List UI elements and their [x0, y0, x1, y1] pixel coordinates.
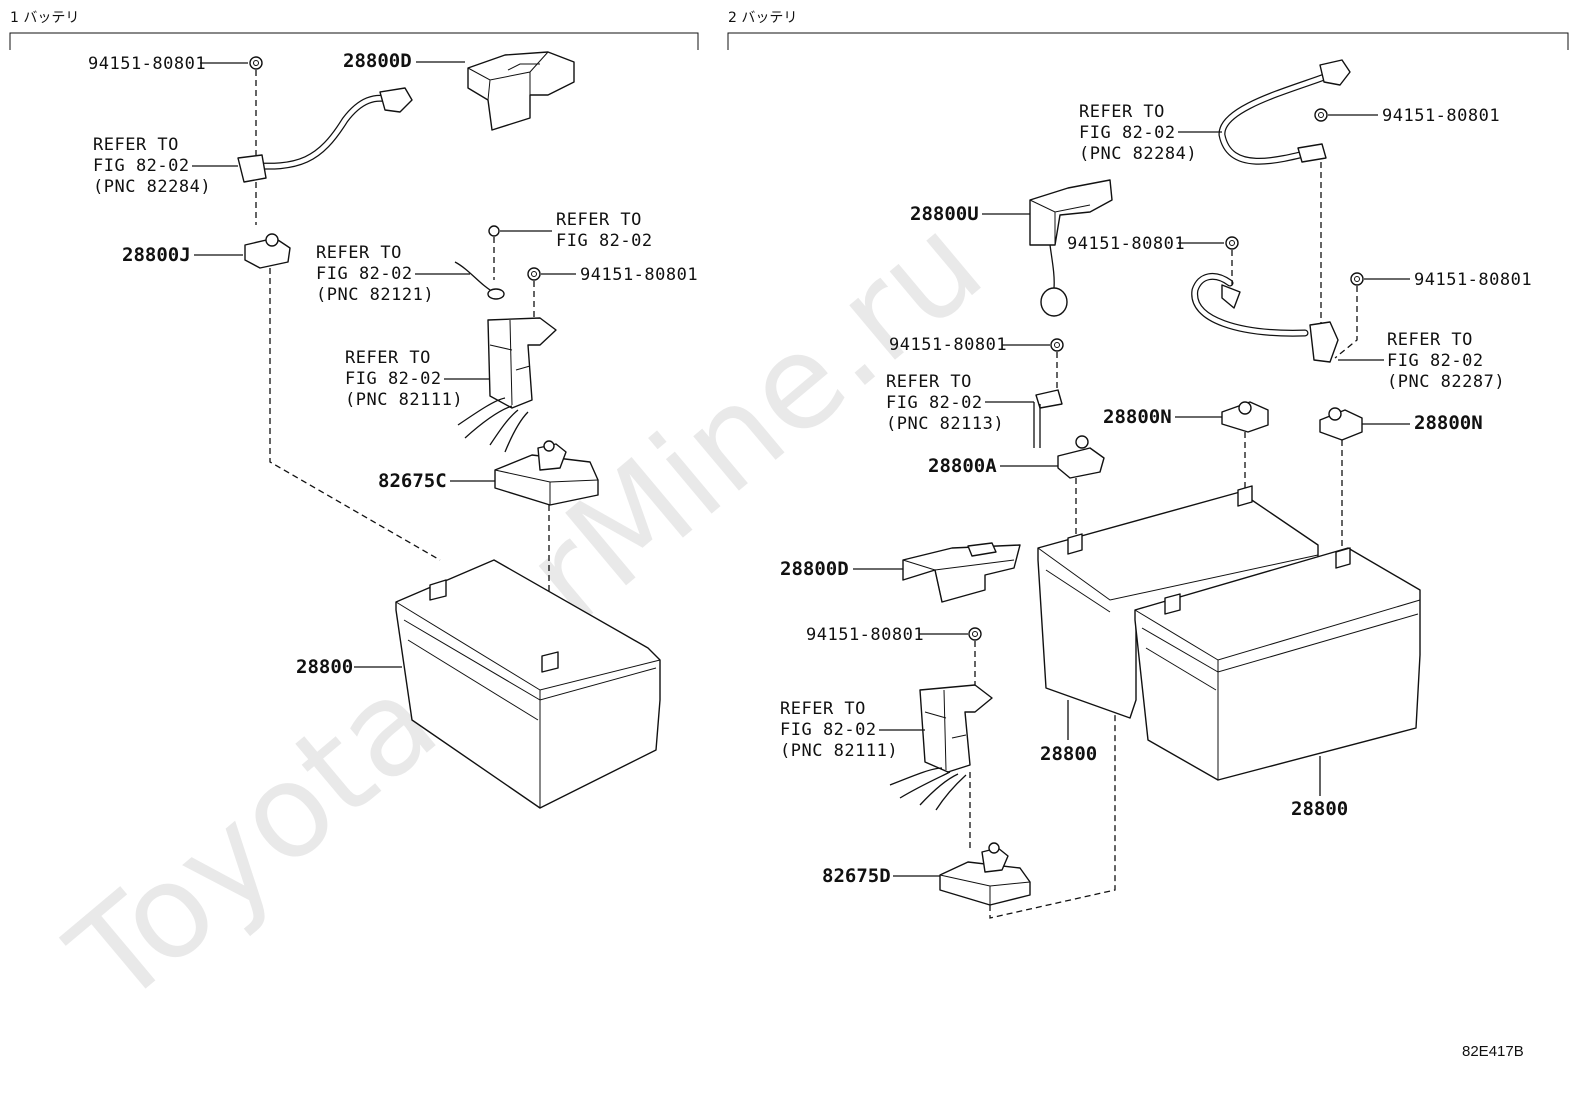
callout-s1-cable-ref-2: FIG 82-02: [93, 156, 190, 176]
callout-s2-terminal-a: 28800A: [928, 455, 997, 477]
callout-s2-ref-82113-1: REFER TO: [886, 372, 972, 392]
section-2-label: 2 バッテリ: [728, 10, 797, 26]
callout-s2-nut-top: 94151-80801: [1382, 106, 1500, 126]
callout-s2-terminal-n1: 28800N: [1103, 406, 1172, 428]
callout-s2-ref-82287-3: (PNC 82287): [1387, 372, 1505, 392]
callout-s2-ref-82111-1: REFER TO: [780, 699, 866, 719]
callout-s2-ref-82113-3: (PNC 82113): [886, 414, 1004, 434]
battery-terminal-part: [1221, 401, 1269, 433]
callout-s1-nut-mid: 94151-80801: [580, 265, 698, 285]
battery-terminal-part: [1057, 435, 1105, 479]
wire-part: [454, 261, 505, 300]
battery-part: [1134, 547, 1421, 781]
callout-s2-cable-ref-1: REFER TO: [1079, 102, 1165, 122]
nut-icon: [249, 56, 263, 70]
terminal-cover-part: [1029, 179, 1113, 317]
callout-s1-cable-ref-3: (PNC 82284): [93, 177, 211, 197]
callout-s2-battery-2: 28800: [1291, 798, 1348, 820]
callout-s1-ref-82111-1: REFER TO: [345, 348, 431, 368]
fuse-block-part: [889, 684, 993, 811]
terminal-holder-part: [494, 440, 599, 506]
battery-terminal-part: [1319, 407, 1363, 441]
nut-icon: [1225, 236, 1239, 250]
battery-cable-part: [1218, 59, 1351, 165]
callout-s2-ref-82111-3: (PNC 82111): [780, 741, 898, 761]
section-1-bracket: [9, 32, 699, 50]
callout-s1-terminal: 28800J: [122, 244, 191, 266]
callout-s2-battery-1: 28800: [1040, 743, 1097, 765]
fuse-block-part: [457, 317, 557, 453]
callout-s2-cover-u: 28800U: [910, 203, 979, 225]
callout-s2-cable-ref-2: FIG 82-02: [1079, 123, 1176, 143]
callout-s2-nut-d: 94151-80801: [806, 625, 924, 645]
terminal-cover-part: [902, 542, 1021, 603]
callout-s2-cable-ref-3: (PNC 82284): [1079, 144, 1197, 164]
wire-part: [1033, 389, 1063, 448]
nut-icon: [1050, 338, 1064, 352]
terminal-cover-part: [467, 51, 575, 131]
callout-s1-ref-82121-1: REFER TO: [316, 243, 402, 263]
callout-s1-ref-82111-2: FIG 82-02: [345, 369, 442, 389]
nut-icon: [968, 627, 982, 641]
callout-s1-nut-top: 94151-80801: [88, 54, 206, 74]
callout-s1-ref-82121-3: (PNC 82121): [316, 285, 434, 305]
figure-code: 82E417B: [1462, 1043, 1524, 1060]
callout-s2-terminal-n2: 28800N: [1414, 412, 1483, 434]
callout-s2-nut-c: 94151-80801: [889, 335, 1007, 355]
callout-s2-cover-d: 28800D: [780, 558, 849, 580]
callout-s2-ref-82287-2: FIG 82-02: [1387, 351, 1484, 371]
callout-s2-nut-a: 94151-80801: [1067, 234, 1185, 254]
callout-s2-ref-82287-1: REFER TO: [1387, 330, 1473, 350]
callout-s1-battery: 28800: [296, 656, 353, 678]
callout-s2-ref-82113-2: FIG 82-02: [886, 393, 983, 413]
nut-icon: [1314, 108, 1328, 122]
callout-s1-cable-ref-1: REFER TO: [93, 135, 179, 155]
battery-part: [395, 559, 661, 809]
nut-icon: [488, 225, 500, 237]
callout-s2-nut-b: 94151-80801: [1414, 270, 1532, 290]
callout-s1-ref-fig-1: REFER TO: [556, 210, 642, 230]
battery-cable-part: [1191, 272, 1339, 363]
callout-s1-ref-82121-2: FIG 82-02: [316, 264, 413, 284]
nut-icon: [1350, 272, 1364, 286]
callout-s1-holder: 82675C: [378, 470, 447, 492]
callout-s1-ref-82111-3: (PNC 82111): [345, 390, 463, 410]
section-2-bracket: [727, 32, 1569, 50]
terminal-holder-part: [939, 842, 1031, 906]
callout-s1-cover: 28800D: [343, 50, 412, 72]
battery-cable-part: [237, 87, 413, 183]
nut-icon: [527, 267, 541, 281]
callout-s2-holder: 82675D: [822, 865, 891, 887]
callout-s1-ref-fig-2: FIG 82-02: [556, 231, 653, 251]
battery-terminal-part: [244, 233, 291, 269]
callout-s2-ref-82111-2: FIG 82-02: [780, 720, 877, 740]
section-1-label: 1 バッテリ: [10, 10, 79, 26]
